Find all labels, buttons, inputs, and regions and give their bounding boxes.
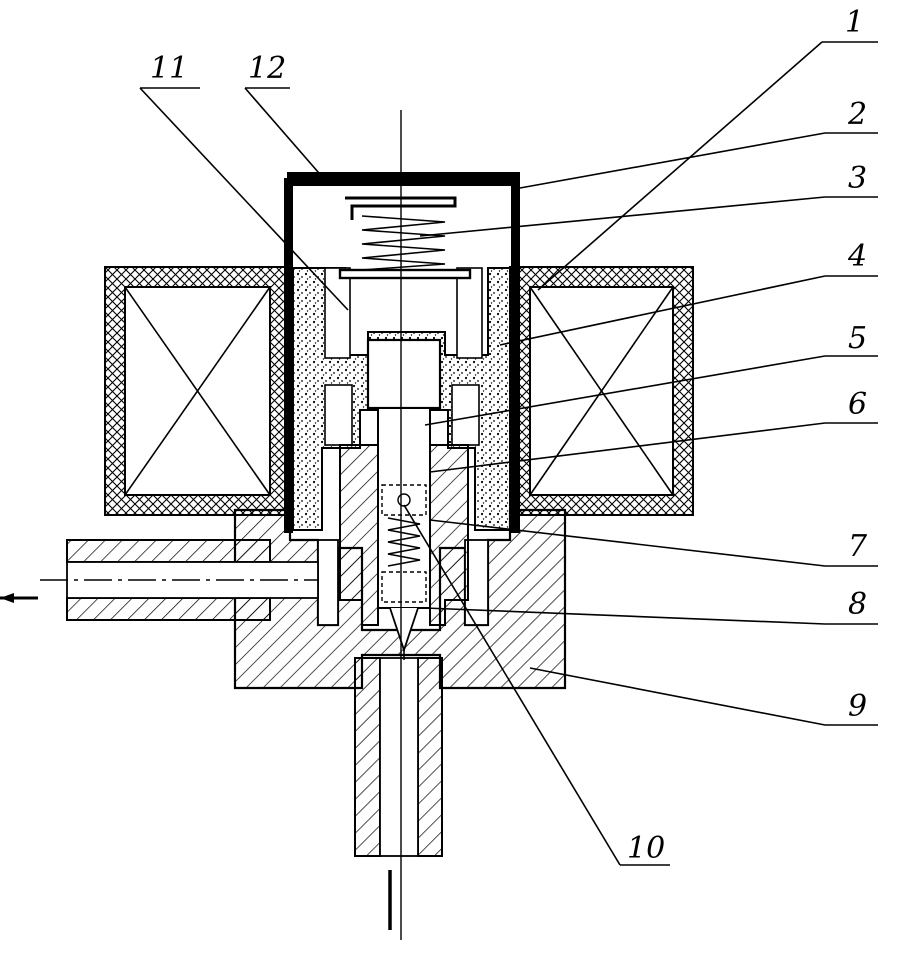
callout-label-4: 4 [847, 239, 867, 274]
callout-label-6: 6 [848, 387, 867, 422]
callout-label-2: 2 [847, 97, 867, 132]
inlet-pipe [40, 539, 319, 621]
callout-label-3: 3 [848, 161, 867, 196]
flow-arrows [0, 593, 392, 930]
leader-lines [139, 41, 878, 866]
callout-label-10: 10 [627, 831, 665, 866]
outlet-pipe [354, 657, 443, 857]
callout-label-12: 12 [248, 51, 286, 86]
valve-stem [377, 407, 431, 660]
guide-bushing [339, 444, 469, 626]
core-plunger [292, 267, 512, 531]
coil-winding-right [529, 286, 674, 496]
callout-labels: 1 2 3 4 5 6 7 8 9 10 11 12 [150, 5, 868, 866]
callout-label-9: 9 [848, 689, 867, 724]
coil-winding-left [124, 286, 271, 496]
coil-assembly [104, 266, 694, 516]
valve-body [233, 508, 567, 690]
spring [338, 196, 472, 280]
callout-label-8: 8 [848, 587, 867, 622]
sleeve-tube [284, 172, 520, 533]
callout-label-1: 1 [845, 5, 864, 40]
callout-label-5: 5 [848, 321, 867, 356]
callout-label-11: 11 [150, 51, 188, 86]
callout-label-7: 7 [848, 529, 868, 564]
